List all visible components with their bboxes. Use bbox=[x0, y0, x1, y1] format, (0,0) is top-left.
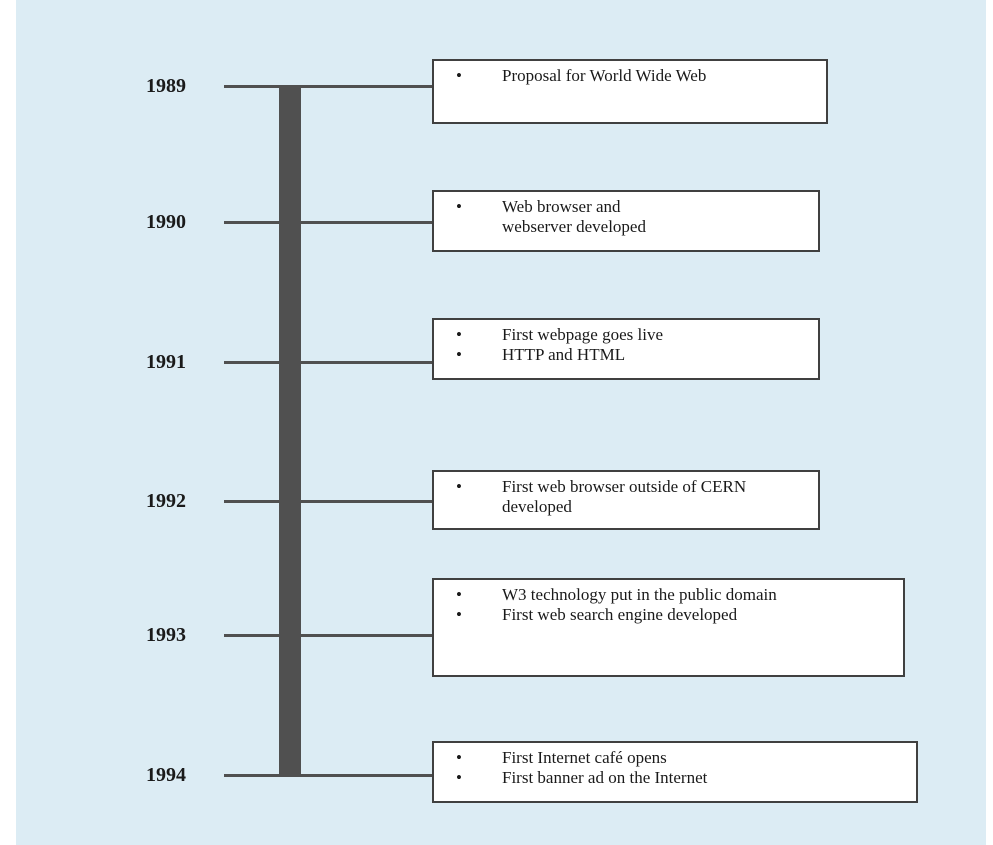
event-box-1989: Proposal for World Wide Web bbox=[432, 59, 828, 124]
event-item: HTTP and HTML bbox=[452, 345, 808, 365]
event-item: First banner ad on the Internet bbox=[452, 768, 906, 788]
connector-1990 bbox=[224, 221, 432, 224]
event-item: Web browser and webserver developed bbox=[452, 197, 808, 237]
event-item: First web search engine developed bbox=[452, 605, 893, 625]
event-item: W3 technology put in the public domain bbox=[452, 585, 893, 605]
event-box-1994: First Internet café opens First banner a… bbox=[432, 741, 918, 803]
event-item: First web browser outside of CERN develo… bbox=[452, 477, 808, 517]
event-item: Proposal for World Wide Web bbox=[452, 66, 816, 86]
timeline-diagram: 1989 Proposal for World Wide Web 1990 We… bbox=[16, 0, 986, 845]
event-box-1992: First web browser outside of CERN develo… bbox=[432, 470, 820, 530]
connector-1991 bbox=[224, 361, 432, 364]
event-box-1991: First webpage goes live HTTP and HTML bbox=[432, 318, 820, 380]
year-label-1990: 1990 bbox=[146, 211, 186, 233]
timeline-spine bbox=[279, 86, 301, 776]
year-label-1993: 1993 bbox=[146, 624, 186, 646]
year-label-1991: 1991 bbox=[146, 351, 186, 373]
year-label-1992: 1992 bbox=[146, 490, 186, 512]
connector-1994 bbox=[224, 774, 432, 777]
connector-1992 bbox=[224, 500, 432, 503]
year-label-1989: 1989 bbox=[146, 75, 186, 97]
event-item: First Internet café opens bbox=[452, 748, 906, 768]
event-box-1990: Web browser and webserver developed bbox=[432, 190, 820, 252]
event-item: First webpage goes live bbox=[452, 325, 808, 345]
connector-1993 bbox=[224, 634, 432, 637]
event-box-1993: W3 technology put in the public domain F… bbox=[432, 578, 905, 677]
connector-1989 bbox=[224, 85, 432, 88]
year-label-1994: 1994 bbox=[146, 764, 186, 786]
